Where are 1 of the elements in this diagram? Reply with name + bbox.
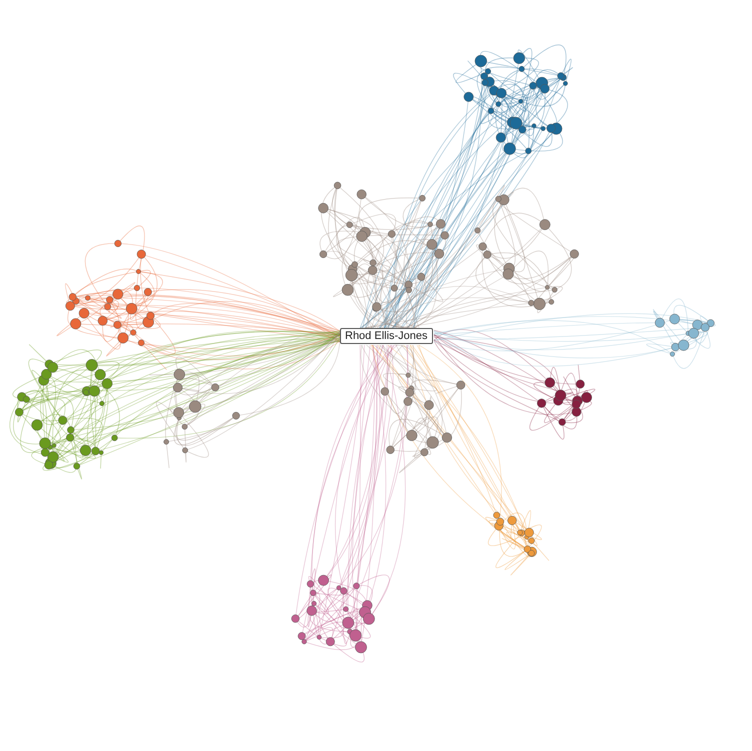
name-label: Rhod Ellis-Jones xyxy=(340,328,433,344)
